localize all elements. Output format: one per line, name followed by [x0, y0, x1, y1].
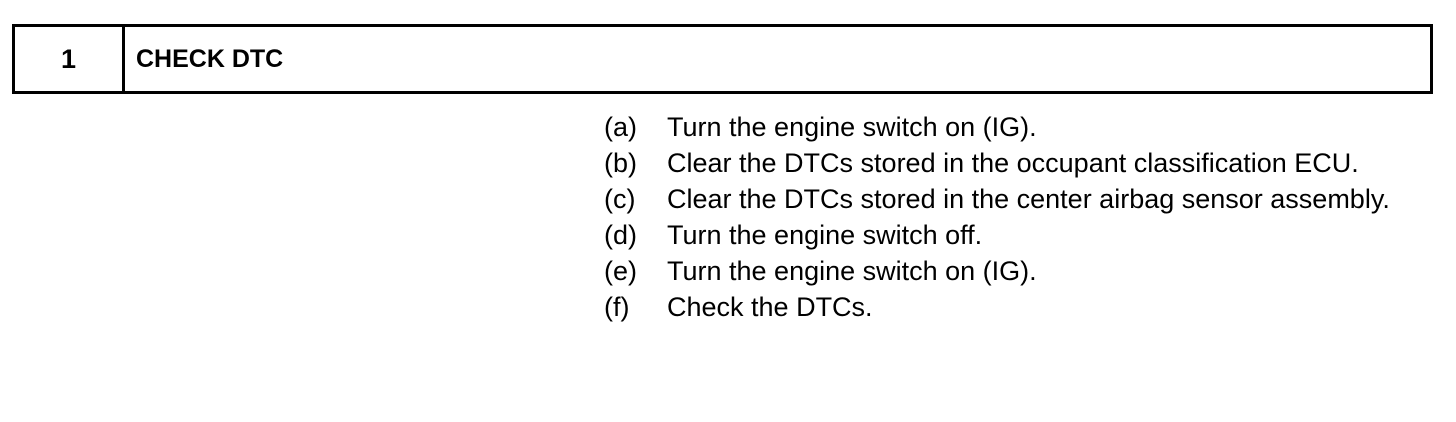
step-title: CHECK DTC	[136, 44, 284, 73]
step-item-e: (e) Turn the engine switch on (IG).	[604, 253, 1404, 289]
step-item-b: (b) Clear the DTCs stored in the occupan…	[604, 145, 1404, 181]
step-text: Turn the engine switch off.	[667, 220, 983, 250]
step-item-f: (f) Check the DTCs.	[604, 289, 1404, 325]
step-text: Turn the engine switch on (IG).	[667, 112, 1037, 142]
step-text: Check the DTCs.	[667, 292, 873, 322]
procedure-steps: (a) Turn the engine switch on (IG). (b) …	[604, 109, 1404, 325]
step-letter: (d)	[604, 220, 637, 250]
step-item-d: (d) Turn the engine switch off.	[604, 217, 1404, 253]
step-letter: (e)	[604, 256, 637, 286]
step-text: Clear the DTCs stored in the occupant cl…	[667, 148, 1359, 178]
step-letter: (f)	[604, 292, 630, 322]
step-letter: (b)	[604, 148, 637, 178]
step-letter: (c)	[604, 184, 636, 214]
step-number: 1	[15, 27, 125, 91]
step-text: Turn the engine switch on (IG).	[667, 256, 1037, 286]
step-text: Clear the DTCs stored in the center airb…	[667, 184, 1390, 214]
step-letter: (a)	[604, 112, 637, 142]
step-header: 1 CHECK DTC	[12, 24, 1433, 94]
step-item-a: (a) Turn the engine switch on (IG).	[604, 109, 1404, 145]
step-item-c: (c) Clear the DTCs stored in the center …	[604, 181, 1404, 217]
